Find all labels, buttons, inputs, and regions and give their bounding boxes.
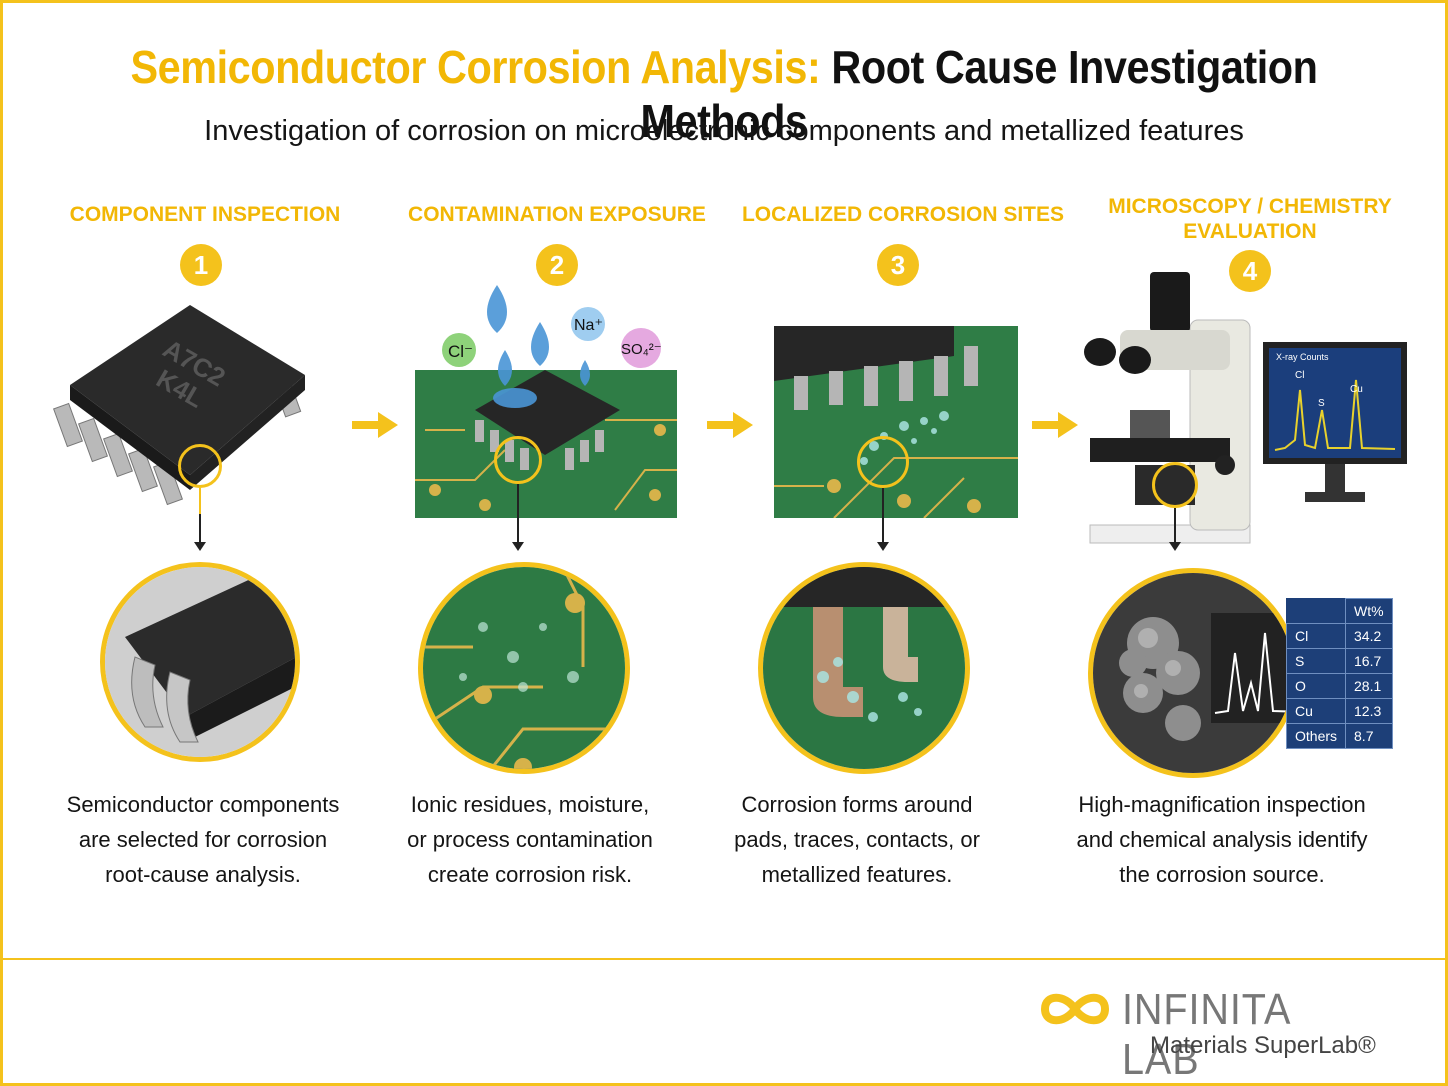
footer-separator (0, 958, 1448, 960)
value-cell: 16.7 (1345, 648, 1393, 674)
step4-highlight-ring (1152, 462, 1198, 508)
step3-badge: 3 (877, 244, 919, 286)
composition-header: Wt% (1345, 598, 1393, 624)
element-cell: Cu (1285, 698, 1347, 724)
step4-badge: 4 (1229, 250, 1271, 292)
step1-pointer-line (199, 514, 201, 542)
element-cell: O (1285, 673, 1347, 699)
step1-pointer-tip (194, 542, 206, 551)
step2-pointer-line (517, 484, 519, 542)
ion-sulfate: SO₄²⁻ (621, 341, 662, 358)
step2-badge: 2 (536, 244, 578, 286)
step4-desc-line1: High-magnification inspection (1078, 792, 1366, 817)
step3-description: Corrosion forms around pads, traces, con… (692, 787, 1022, 892)
step4-description: High-magnification inspection and chemic… (1057, 787, 1387, 892)
microscope-image: X-ray Counts Cl S Cu (1084, 272, 1407, 544)
element-cell: Others (1285, 723, 1347, 749)
ion-sodium: Na⁺ (574, 317, 603, 334)
value-cell: 28.1 (1345, 673, 1393, 699)
step1-badge: 1 (180, 244, 222, 286)
step3-desc-line2: pads, traces, contacts, or (734, 827, 980, 852)
step3-title: LOCALIZED CORROSION SITES (741, 203, 1064, 226)
arrow-right-icon (1032, 412, 1078, 438)
chip-image: A7C2 K4L (53, 305, 305, 506)
step2-desc-line3: create corrosion risk. (427, 862, 633, 887)
title-part1: Semiconductor Corrosion Analysis: (130, 41, 821, 93)
infinity-logo-icon (1040, 993, 1110, 1025)
step1-title: COMPONENT INSPECTION (69, 203, 341, 226)
ion-chloride: Cl⁻ (448, 342, 473, 361)
step3-zoom-circle (758, 562, 970, 774)
step1-desc-line3: root-cause analysis. (105, 862, 301, 887)
step4-zoom-circle (1088, 568, 1298, 778)
logo-tagline: Materials SuperLab® (1150, 1032, 1376, 1059)
corroded-pcb-image (774, 326, 1018, 518)
page-subtitle: Investigation of corrosion on microelect… (204, 115, 1244, 147)
step4-desc-line2: and chemical analysis identify (1076, 827, 1368, 852)
step2-desc-line1: Ionic residues, moisture, (410, 792, 650, 817)
step4-pointer-line (1174, 508, 1176, 542)
step2-description: Ionic residues, moisture, or process con… (365, 787, 695, 892)
contaminated-pcb-image: Cl⁻ Na⁺ SO₄²⁻ (415, 285, 677, 518)
spectrum-peak-cu: Cu (1350, 384, 1363, 395)
value-cell: 34.2 (1345, 623, 1393, 649)
title-part2: Root Cause Investigation Methods (640, 41, 1318, 147)
arrow-right-icon (352, 412, 398, 438)
value-cell: 12.3 (1345, 698, 1393, 724)
step3-pointer-line (882, 488, 884, 542)
value-cell: 8.7 (1345, 723, 1393, 749)
step2-pointer-tip (512, 542, 524, 551)
arrow-right-icon (707, 412, 753, 438)
step1-zoom-circle (100, 562, 300, 762)
step1-description: Semiconductor components are selected fo… (38, 787, 368, 892)
step2-zoom-circle (418, 562, 630, 774)
step3-desc-line3: metallized features. (761, 862, 953, 887)
spectrum-ylabel: X-ray Counts (1276, 352, 1329, 362)
spectrum-peak-s: S (1318, 398, 1325, 409)
step1-desc-line1: Semiconductor components (66, 792, 340, 817)
step2-highlight-ring (494, 436, 542, 484)
step3-pointer-tip (877, 542, 889, 551)
spectrum-peak-cl: Cl (1295, 370, 1304, 381)
step4-pointer-tip (1169, 542, 1181, 551)
step3-desc-line1: Corrosion forms around (741, 792, 973, 817)
page-title: Semiconductor Corrosion Analysis: Root C… (72, 40, 1375, 148)
step2-desc-line2: or process contamination (407, 827, 653, 852)
step1-connector (199, 488, 201, 514)
step3-highlight-ring (857, 436, 909, 488)
step4-title: MICROSCOPY / CHEMISTRY EVALUATION (1108, 195, 1392, 243)
step1-desc-line2: are selected for corrosion (78, 827, 328, 852)
step4-desc-line3: the corrosion source. (1119, 862, 1325, 887)
step1-highlight-ring (178, 444, 222, 488)
element-cell: Cl (1285, 623, 1347, 649)
element-cell: S (1285, 648, 1347, 674)
step2-title: CONTAMINATION EXPOSURE (408, 203, 706, 226)
logo-name: INFINITA LAB (1122, 985, 1290, 1084)
